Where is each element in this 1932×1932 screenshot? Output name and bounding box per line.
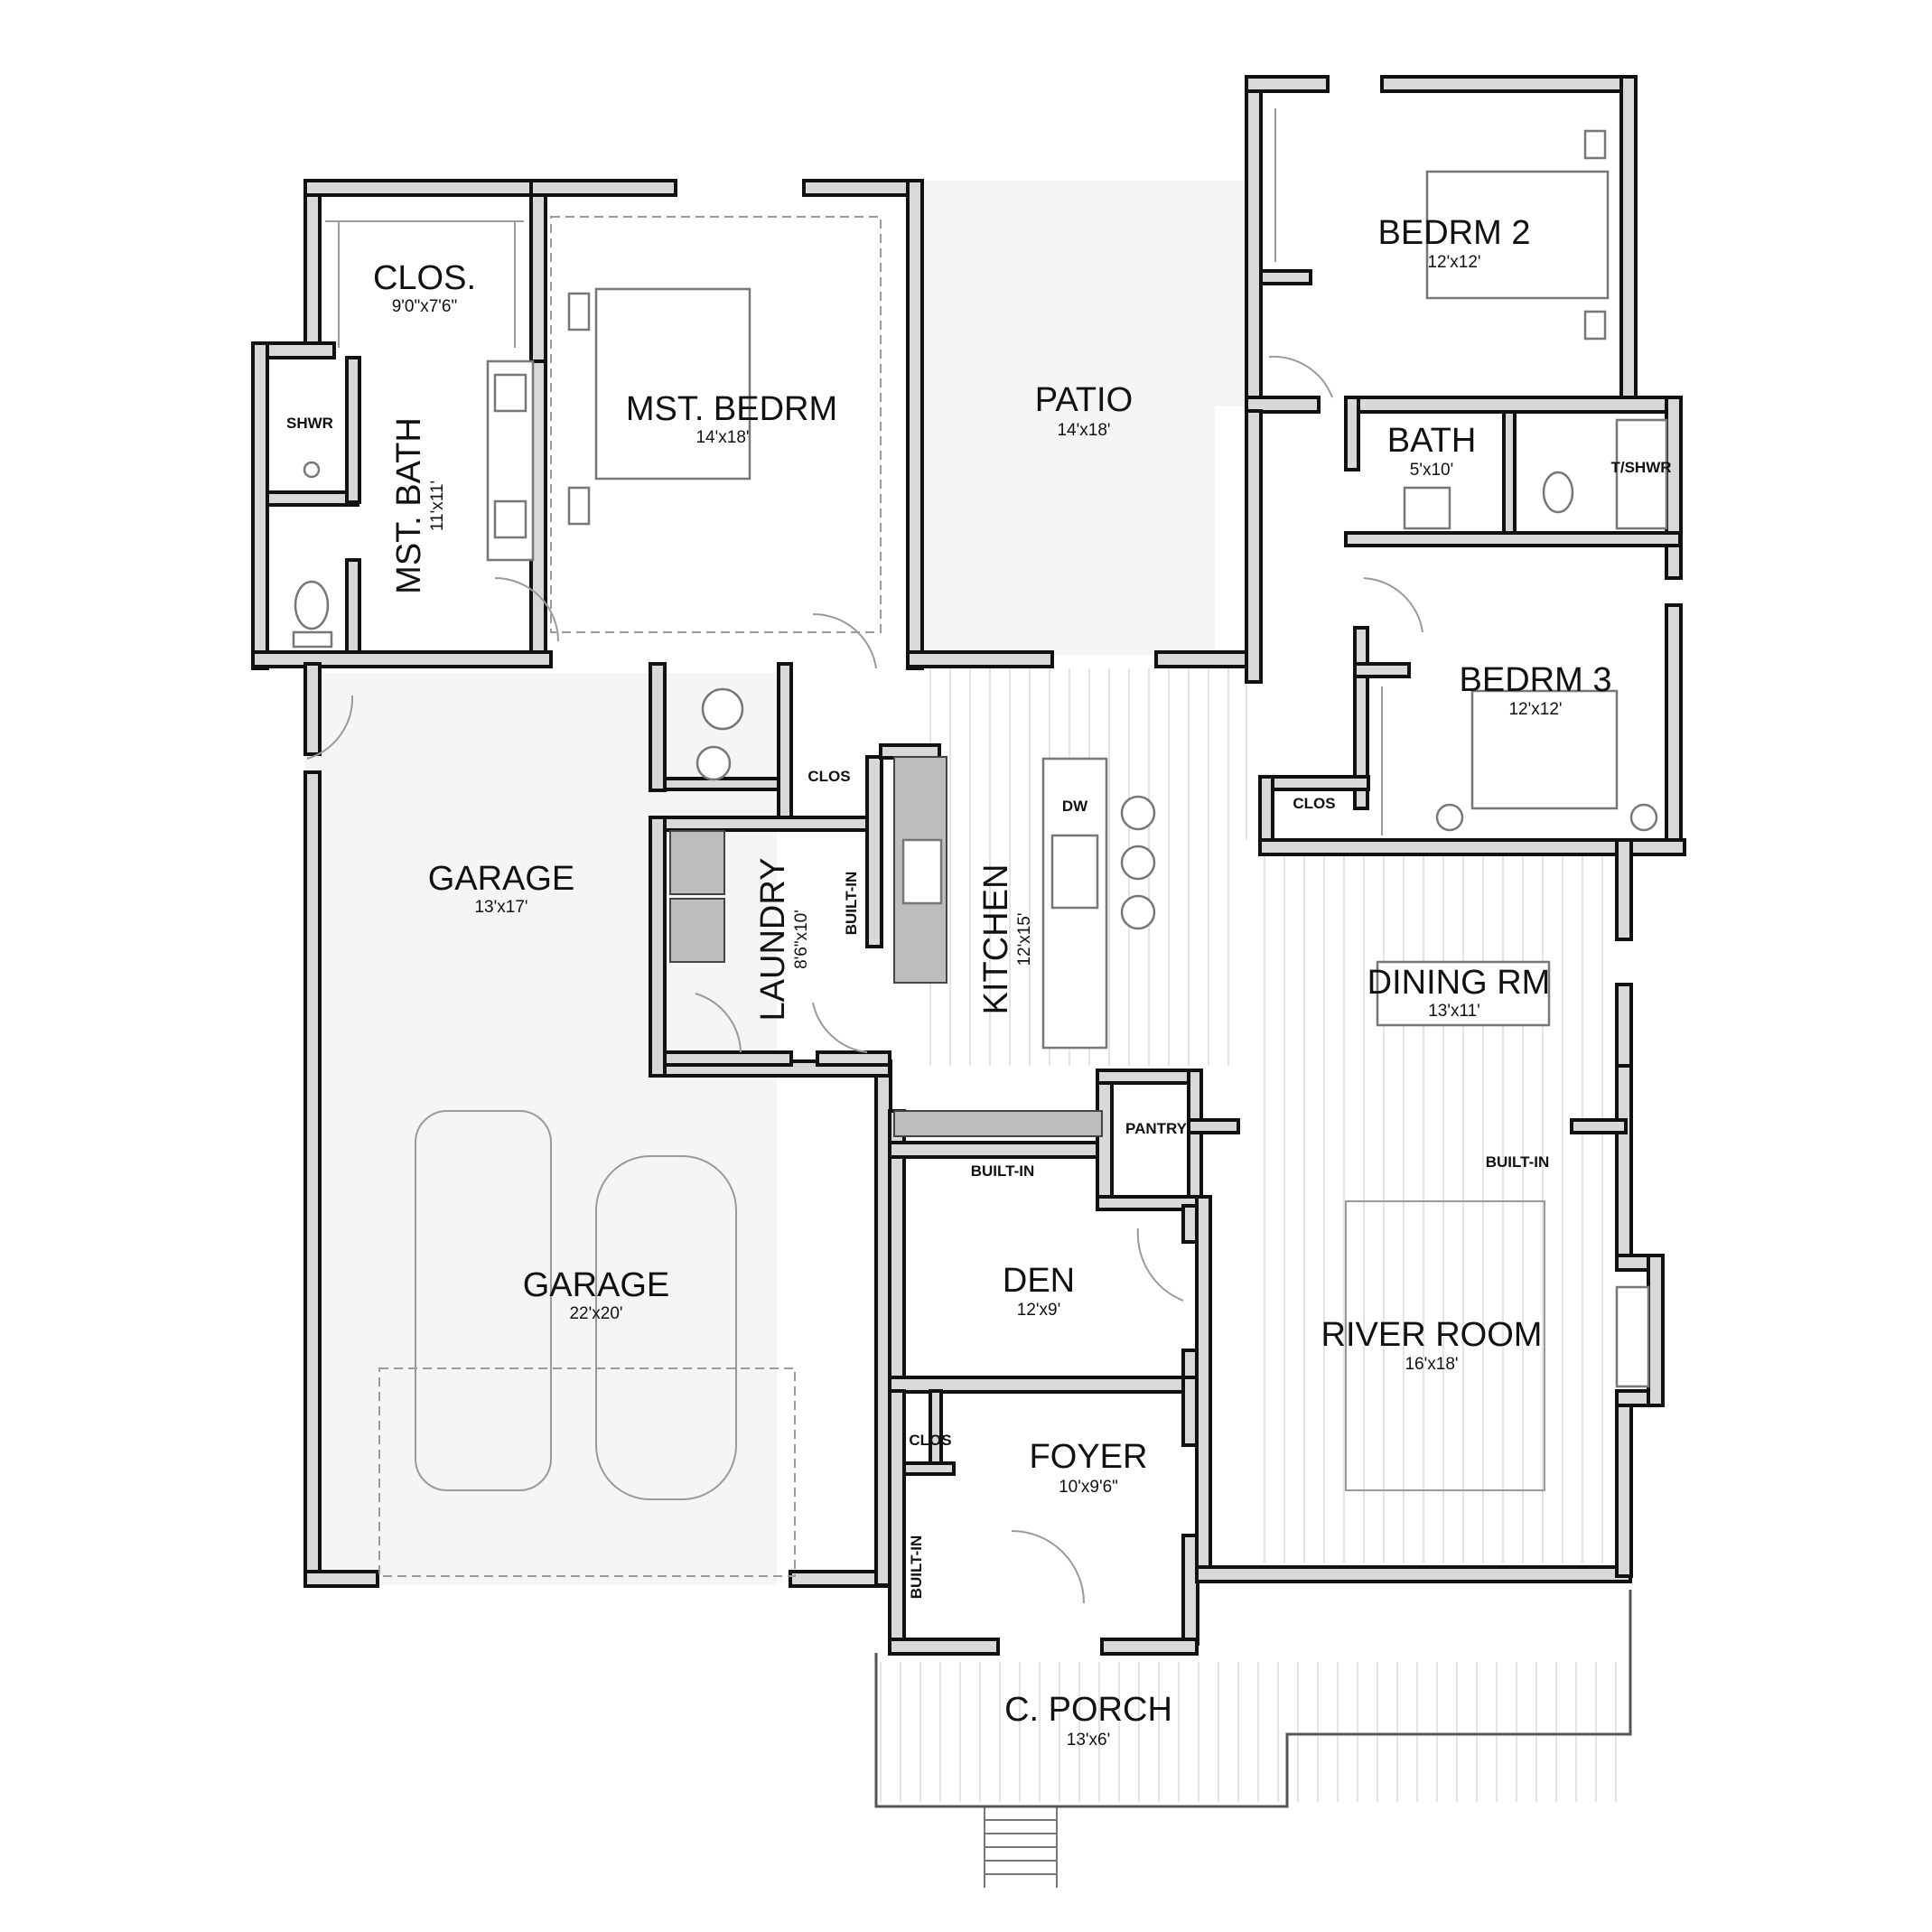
room-dim-master-bath: 11'x11' <box>428 481 447 531</box>
room-dim-patio: 14'x18' <box>1057 421 1110 440</box>
door-swings <box>306 355 1423 1604</box>
room-name-river-room: RIVER ROOM <box>1321 1316 1543 1354</box>
room-dim-den: 12'x9' <box>1017 1301 1060 1320</box>
room-dim-garage-lower: 22'x20' <box>569 1304 622 1323</box>
room-name-kitchen: KITCHEN <box>977 864 1015 1015</box>
room-dim-river-room: 16'x18' <box>1405 1355 1458 1374</box>
room-labels: CLOS. 9'0"x7'6" MST. BATH 11'x11' SHWR M… <box>286 214 1672 1750</box>
room-name-master-closet: CLOS. <box>373 259 476 297</box>
room-name-pantry: PANTRY <box>1125 1120 1188 1137</box>
river-room-built-in-label: BUILT-IN <box>1486 1153 1550 1171</box>
room-dim-foyer: 10'x9'6" <box>1059 1478 1118 1497</box>
room-name-bedroom-2: BEDRM 2 <box>1378 214 1531 252</box>
room-name-dining: DINING RM <box>1367 964 1551 1002</box>
room-dim-master-closet: 9'0"x7'6" <box>392 297 458 316</box>
room-dim-bedroom-2: 12'x12' <box>1427 253 1480 272</box>
foyer-built-in-label: BUILT-IN <box>908 1535 925 1600</box>
room-name-den: DEN <box>1003 1262 1075 1300</box>
room-dim-bedroom-3: 12'x12' <box>1508 700 1562 719</box>
room-name-porch: C. PORCH <box>1004 1691 1172 1729</box>
room-name-laundry-closet: CLOS <box>807 768 850 785</box>
room-name-tub-shower: T/SHWR <box>1610 459 1671 476</box>
room-name-garage-lower: GARAGE <box>523 1266 670 1304</box>
room-name-foyer-closet: CLOS <box>909 1432 951 1449</box>
room-name-foyer: FOYER <box>1030 1438 1148 1476</box>
room-name-bath: BATH <box>1387 422 1477 460</box>
room-dim-bath: 5'x10' <box>1410 461 1453 480</box>
walls <box>251 75 1686 1656</box>
room-dim-kitchen: 12'x15' <box>1015 912 1034 966</box>
room-name-master-bedroom: MST. BEDRM <box>626 390 837 428</box>
room-dim-master-bedroom: 14'x18' <box>695 428 749 447</box>
laundry-built-in-label: BUILT-IN <box>843 872 860 936</box>
fixtures <box>292 108 1668 1888</box>
room-name-laundry: LAUNDRY <box>754 858 792 1022</box>
room-name-bedroom-3-closet: CLOS <box>1293 795 1335 812</box>
room-dim-laundry: 8'6"x10' <box>792 910 811 969</box>
room-name-garage-upper: GARAGE <box>428 860 575 898</box>
room-name-shower: SHWR <box>286 415 333 432</box>
den-built-in-label: BUILT-IN <box>971 1162 1035 1180</box>
room-name-patio: PATIO <box>1035 381 1133 419</box>
room-name-bedroom-3: BEDRM 3 <box>1460 661 1612 699</box>
dishwasher-label: DW <box>1062 798 1088 815</box>
room-name-master-bath: MST. BATH <box>390 417 428 594</box>
room-dim-dining: 13'x11' <box>1428 1002 1480 1021</box>
room-dim-porch: 13'x6' <box>1067 1731 1110 1750</box>
room-dim-garage-upper: 13'x17' <box>474 898 527 917</box>
